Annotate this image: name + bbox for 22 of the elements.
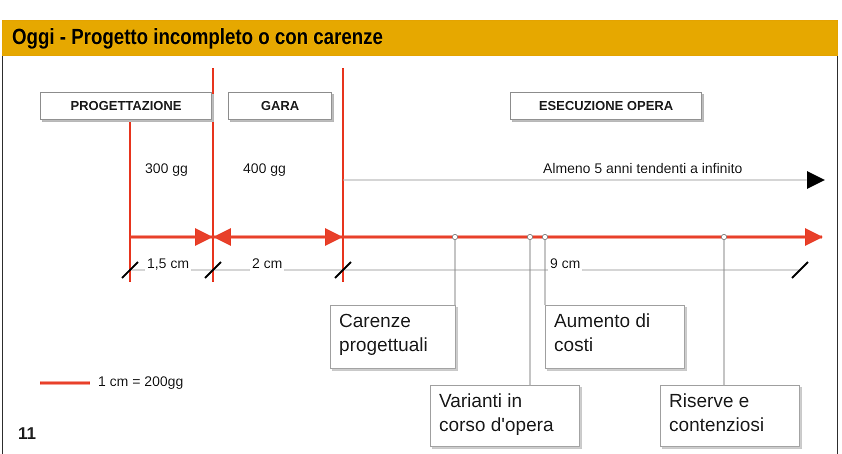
timeline-point (721, 234, 727, 240)
phase-label: ESECUZIONE OPERA (510, 92, 702, 120)
legend-text: 1 cm = 200gg (98, 373, 184, 389)
timeline-point (527, 234, 533, 240)
callout-box: Carenze progettuali (330, 305, 456, 369)
dimension-label: 9 cm (548, 255, 582, 271)
callout-box: Aumento di costi (545, 305, 685, 369)
title-text: Oggi - Progetto incompleto o con carenze (12, 24, 383, 50)
duration-label: 300 gg (145, 160, 188, 176)
timeline-point (542, 234, 548, 240)
leader-line (544, 240, 546, 306)
callout-box: Riserve e contenziosi (660, 385, 800, 447)
timeline-point (452, 234, 458, 240)
phase-label: PROGETTAZIONE (40, 92, 212, 120)
dimension-label: 2 cm (250, 255, 284, 271)
phase-label: GARA (228, 92, 332, 120)
duration-label: 400 gg (243, 160, 286, 176)
callout-box: Varianti in corso d'opera (430, 385, 580, 447)
figure-number: 11 (18, 424, 36, 444)
dimension-label: 1,5 cm (145, 255, 192, 271)
leader-line (454, 240, 456, 306)
duration-note: Almeno 5 anni tendenti a infinito (543, 160, 742, 176)
